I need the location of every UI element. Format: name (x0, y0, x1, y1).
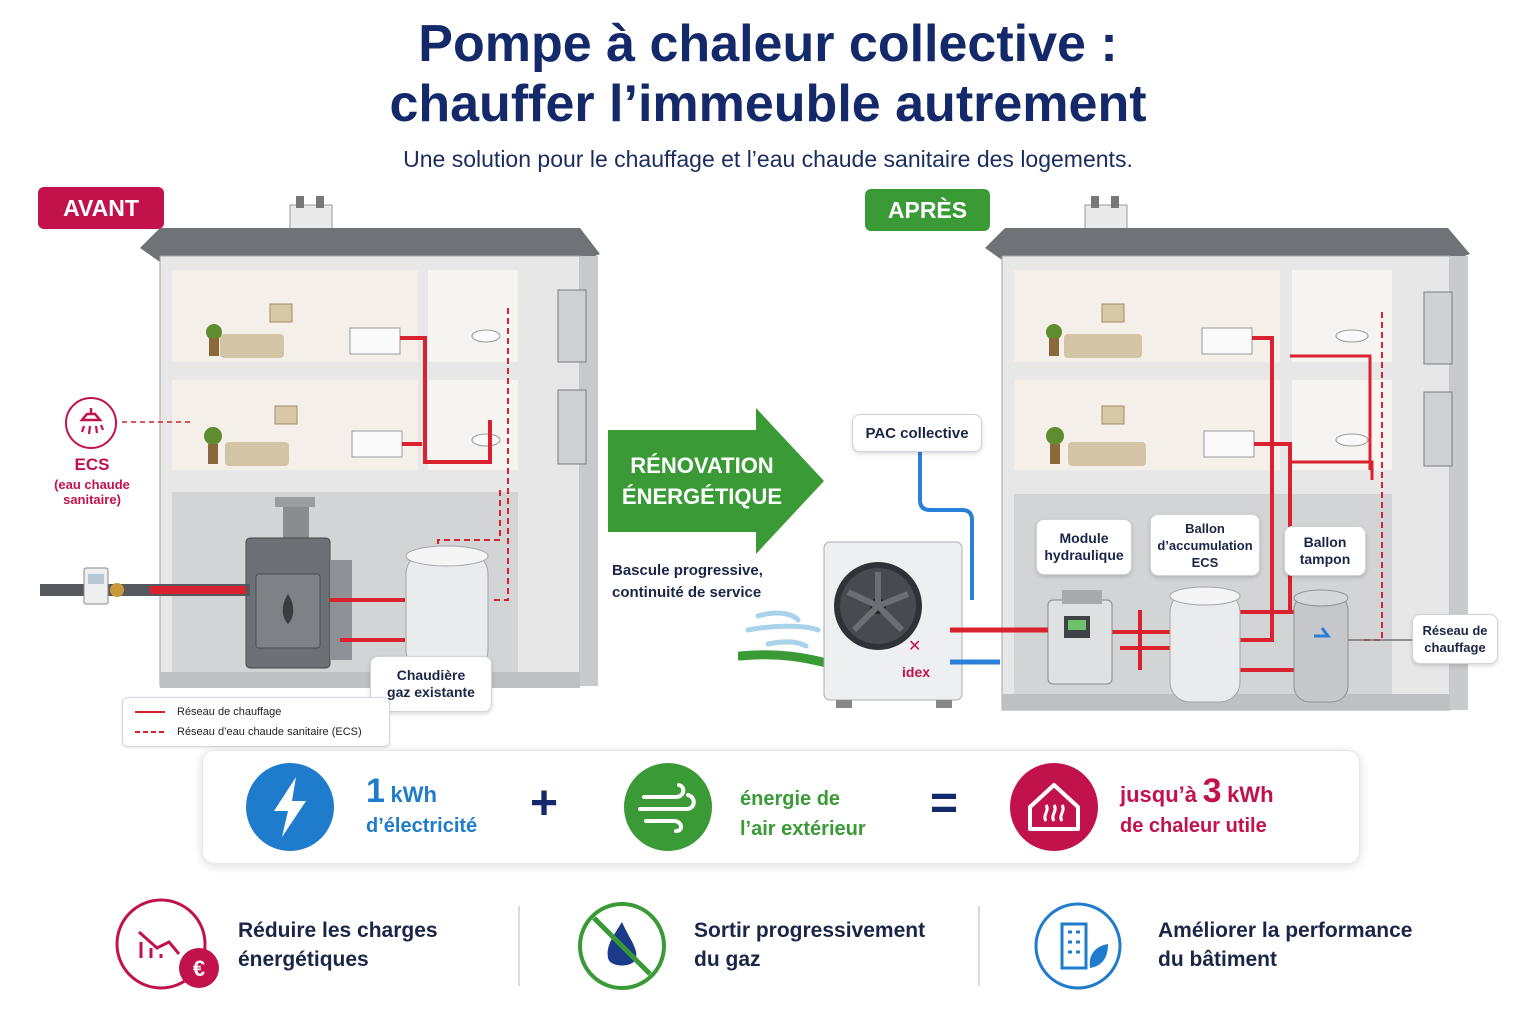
after-tag: APRÈS (865, 189, 990, 231)
wind-icon (624, 763, 712, 851)
ecs-label: ECS (eau chaude sanitaire) (40, 455, 144, 507)
title-line-1: Pompe à chaleur collective : (418, 15, 1118, 73)
ecs-subtitle-2: sanitaire) (63, 492, 121, 507)
benefit-2-line-2: du gaz (694, 948, 761, 971)
page-subtitle: Une solution pour le chauffage et l’eau … (403, 146, 1133, 172)
benefit-1-line-2: énergétiques (238, 948, 369, 971)
transition-note-2: continuité de service (612, 584, 762, 601)
page-title: Pompe à chaleur collective : chauffer l’… (0, 14, 1536, 134)
transition-note: Bascule progressive, continuité de servi… (612, 560, 772, 604)
network-legend: Réseau de chauffage Réseau d’eau chaude … (122, 697, 390, 747)
pac-collective-callout: PAC collective (852, 414, 982, 452)
electricity-text: 1 kWh d’électricité (366, 774, 478, 841)
renovation-arrow (608, 408, 824, 554)
benefit-1-line-1: Réduire les charges (238, 919, 438, 942)
heat-prefix: jusqu’à (1120, 782, 1198, 807)
reseau-chauffage-callout: Réseau de chauffage (1412, 614, 1498, 664)
benefit-divider-1 (518, 906, 520, 986)
heated-house-icon (1010, 763, 1098, 851)
ecs-subtitle-1: (eau chaude (54, 477, 130, 492)
arrow-label-2: ÉNERGÉTIQUE (621, 484, 783, 509)
electricity-label: d’électricité (366, 815, 478, 837)
benefit-divider-2 (978, 906, 980, 986)
heating-line-swatch (135, 711, 165, 713)
ecs-line-swatch (135, 731, 165, 733)
renovation-arrow-label: RÉNOVATION ÉNERGÉTIQUE (612, 450, 792, 512)
ballon-tampon-label-1: Ballon (1303, 534, 1347, 550)
ecs-title: ECS (74, 455, 110, 474)
ballon-ecs-label-2: d’accumulation (1157, 537, 1253, 553)
transition-note-1: Bascule progressive, (612, 562, 763, 579)
boiler-callout: Chaudière gaz existante (370, 656, 492, 712)
pac-brand-label: idex (902, 664, 931, 680)
heat-unit: kWh (1227, 782, 1274, 807)
arrow-label-1: RÉNOVATION (630, 453, 774, 478)
pac-pipes (918, 452, 1048, 665)
equals-sign: = (930, 777, 959, 830)
ballon-tampon-callout: Ballon tampon (1284, 526, 1366, 576)
legend-ecs-label: Réseau d’eau chaude sanitaire (ECS) (177, 726, 362, 738)
heat-label: de chaleur utile (1120, 815, 1267, 837)
outdoor-air-line-1: énergie de (740, 788, 841, 810)
benefit-improve-performance: Améliorer la performance du bâtiment (1158, 916, 1412, 974)
benefit-3-line-1: Améliorer la performance (1158, 919, 1413, 942)
reseau-label-1: Réseau de (1422, 623, 1488, 638)
legend-heating-label: Réseau de chauffage (177, 706, 282, 718)
lightning-icon (246, 763, 334, 851)
outdoor-air-line-2: l’air extérieur (740, 818, 866, 840)
electricity-unit: kWh (390, 782, 437, 807)
shower-icon (65, 397, 117, 449)
no-gas-flame-icon (578, 902, 666, 990)
heat-pump-unit: ✕ (823, 541, 963, 708)
ballon-tampon-label-2: tampon (1299, 551, 1351, 567)
benefit-exit-gas: Sortir progressivement du gaz (694, 916, 925, 974)
module-hydraulique-callout: Module hydraulique (1036, 519, 1132, 575)
boiler-label-2: gaz existante (387, 684, 475, 700)
useful-heat-text: jusqu’à 3 kWh de chaleur utile (1120, 774, 1274, 841)
ballon-ecs-label-1: Ballon (1185, 520, 1225, 536)
boiler-label-1: Chaudière (396, 667, 466, 683)
ballon-ecs-callout: Ballon d’accumulation ECS (1150, 514, 1260, 576)
benefit-2-line-1: Sortir progressivement (694, 919, 926, 942)
electricity-value: 1 (366, 772, 385, 810)
heat-value: 3 (1202, 772, 1222, 810)
title-line-2: chauffer l’immeuble autrement (389, 75, 1147, 133)
benefit-reduce-costs: Réduire les charges énergétiques (238, 916, 438, 974)
cost-reduction-icon: € (115, 898, 219, 990)
svg-text:€: € (193, 956, 205, 981)
plus-sign: + (530, 777, 559, 830)
energy-equation-panel (202, 750, 1360, 864)
outdoor-air-text: énergie de l’air extérieur (740, 784, 866, 844)
svg-text:✕: ✕ (908, 638, 921, 655)
reseau-label-2: chauffage (1424, 640, 1486, 655)
ballon-ecs-label-3: ECS (1191, 554, 1219, 570)
module-label-1: Module (1059, 530, 1109, 546)
green-building-icon (1034, 902, 1122, 990)
module-label-2: hydraulique (1044, 547, 1124, 563)
before-tag: AVANT (38, 187, 164, 229)
benefit-3-line-2: du bâtiment (1158, 948, 1277, 971)
